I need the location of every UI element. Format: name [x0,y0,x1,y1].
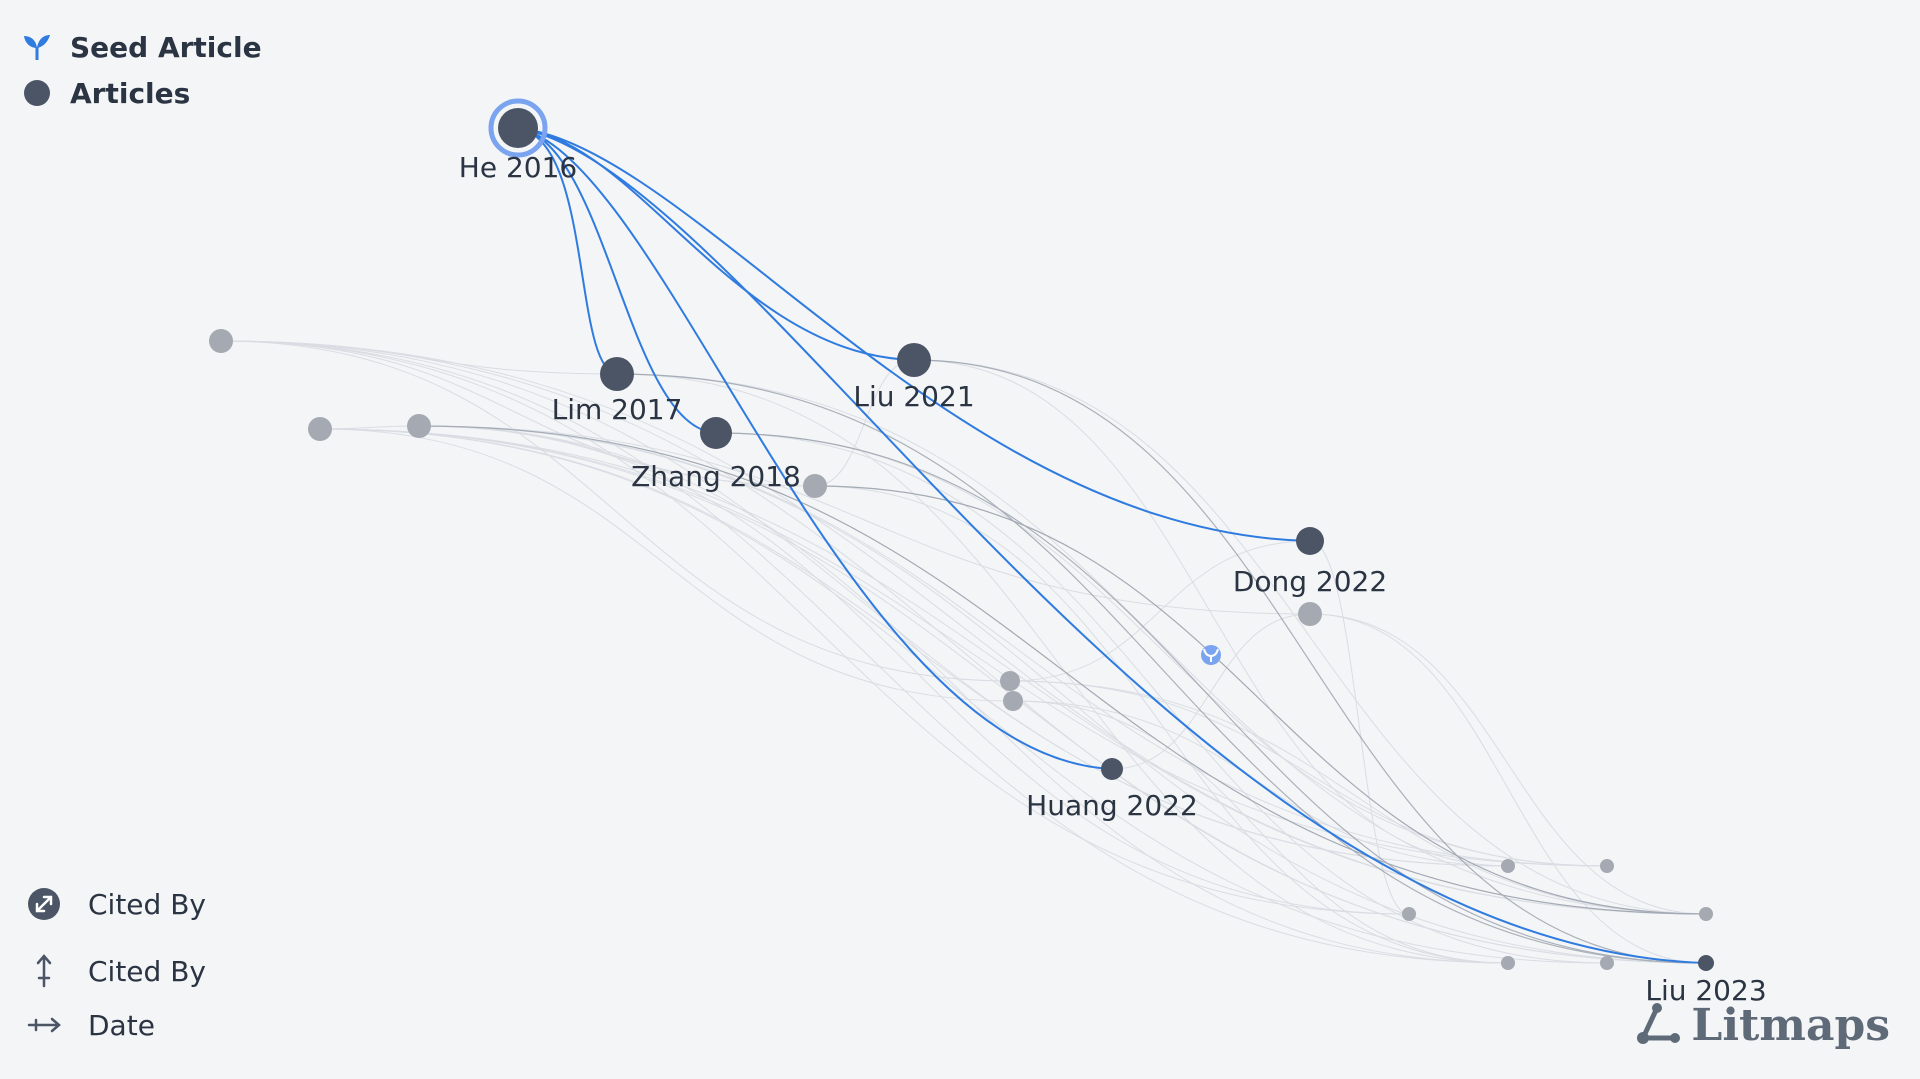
legend-articles-label: Articles [70,76,191,110]
size-label: Cited By [88,887,206,921]
background-link [1009,540,1311,682]
background-link [715,432,1608,867]
article-node[interactable] [308,417,332,441]
y-axis-label: Cited By [88,954,206,988]
background-link [616,373,1509,964]
article-node[interactable] [1402,907,1416,921]
secondary-link [616,373,1707,964]
article-labels: He 2016 Lim 2017 Zhang 2018 Liu 2021 Don… [459,151,1767,1007]
horizontal-arrow-icon [26,1007,62,1043]
background-link [220,340,618,375]
article-node-lim-2017[interactable] [600,357,634,391]
article-node[interactable] [1600,956,1614,970]
background-link [1309,613,1707,915]
article-node[interactable] [1600,859,1614,873]
article-node[interactable] [1501,956,1515,970]
article-node-huang-2022[interactable] [1101,758,1123,780]
background-citation-links [220,340,1707,964]
legend-size-cited-by[interactable]: Cited By [26,884,206,924]
background-link [220,340,1011,682]
background-link [319,428,1608,867]
vertical-arrow-icon [26,953,62,989]
x-axis-label: Date [88,1008,155,1042]
label-he-2016: He 2016 [459,151,577,184]
seed-link [517,127,1311,542]
background-link [616,373,1707,915]
article-node[interactable] [1003,691,1023,711]
background-link [814,485,1509,964]
diagonal-resize-icon [26,886,62,922]
legend-y-cited-by[interactable]: Cited By [26,951,206,991]
background-link [1012,700,1509,964]
secondary-seed-marker[interactable] [1201,645,1221,665]
legend-seed-article[interactable]: Seed Article [22,24,262,70]
seed-link [517,127,1113,770]
legend-x-date[interactable]: Date [26,1005,206,1045]
brand-name: Litmaps [1691,1000,1890,1051]
background-link [1009,680,1707,915]
background-link [715,432,1608,964]
article-nodes [209,98,1714,971]
article-node[interactable] [803,474,827,498]
seed-link [517,127,915,361]
article-node[interactable] [1501,859,1515,873]
background-link [1309,613,1707,964]
article-node-dong-2022[interactable] [1296,527,1324,555]
background-link [1009,680,1608,867]
background-link [814,359,915,487]
article-node[interactable] [1298,602,1322,626]
seed-link [517,127,717,434]
background-link [220,340,1410,915]
background-link [319,428,1014,702]
background-link [319,428,1509,867]
legend-articles[interactable]: Articles [22,70,262,116]
background-link [913,359,1707,915]
litmaps-logo-icon [1635,1002,1681,1050]
legend-seed-label: Seed Article [70,30,262,64]
background-link [913,359,1509,867]
secondary-link [418,425,1707,915]
article-node[interactable] [1699,907,1713,921]
article-node-liu-2023[interactable] [1698,955,1714,971]
seed-link [517,127,1707,964]
background-link [1309,540,1410,915]
article-node-liu-2021[interactable] [897,343,931,377]
background-link [418,425,1509,964]
filled-circle-icon [22,78,52,108]
label-huang-2022: Huang 2022 [1026,789,1198,822]
seed-ring [488,98,548,158]
label-zhang-2018: Zhang 2018 [631,460,801,493]
label-dong-2022: Dong 2022 [1233,565,1387,598]
background-link [1111,613,1311,770]
label-lim-2017: Lim 2017 [552,393,683,426]
article-node-he-2016[interactable] [498,108,538,148]
axis-legend: Cited By Cited By Date [26,884,206,1045]
secondary-link [715,432,1707,964]
background-link [418,425,1608,867]
sprout-icon [22,32,52,62]
litmaps-brand[interactable]: Litmaps [1635,1000,1890,1051]
article-node[interactable] [407,414,431,438]
secondary-link [913,359,1707,964]
secondary-citation-links [418,359,1707,964]
node-legend: Seed Article Articles [22,24,262,116]
article-node-zhang-2018[interactable] [700,417,732,449]
background-link [220,340,1509,964]
seed-citation-links [517,127,1707,964]
background-link [319,428,1608,964]
secondary-link [814,485,1707,915]
background-link [418,425,1707,964]
article-node[interactable] [1000,671,1020,691]
article-node[interactable] [209,329,233,353]
background-link [220,340,1707,915]
background-link [418,425,1410,915]
background-link [319,425,420,430]
background-link [418,425,1311,615]
label-liu-2021: Liu 2021 [853,380,974,413]
label-liu-2023: Liu 2023 [1645,974,1766,1007]
